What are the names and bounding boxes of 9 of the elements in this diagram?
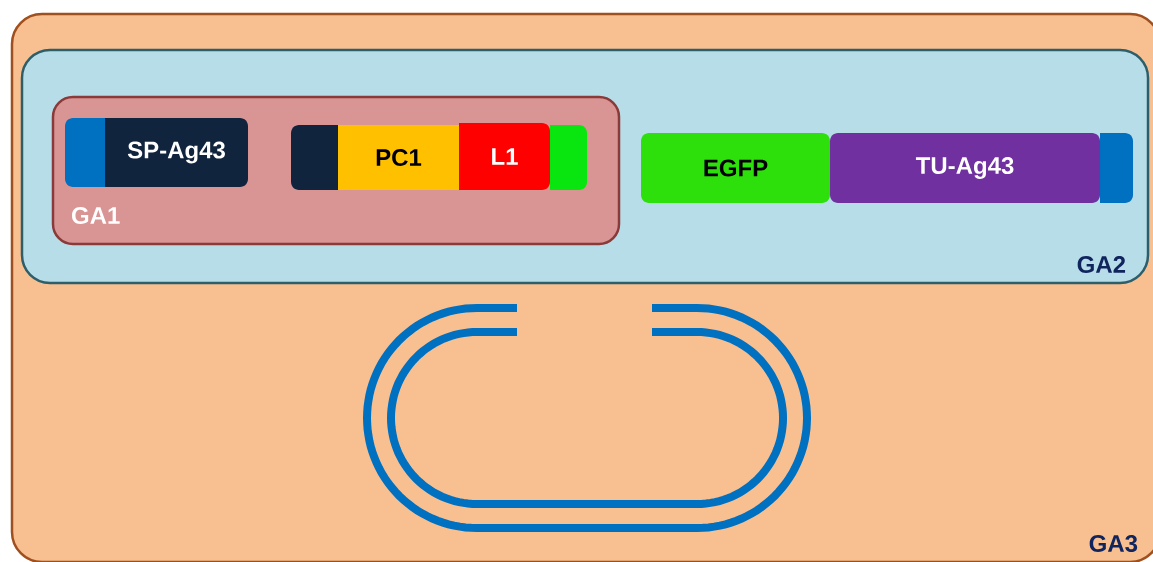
gene-block: EGFP <box>641 133 830 203</box>
gene-block <box>550 125 587 190</box>
gene-block: TU-Ag43 <box>830 133 1100 203</box>
gene-block <box>65 118 105 187</box>
gene-block <box>1100 133 1133 203</box>
gene-block: PC1 <box>338 125 459 190</box>
gene-block <box>291 125 338 190</box>
gene-block: L1 <box>459 123 550 190</box>
gene-block: SP-Ag43 <box>105 118 248 187</box>
